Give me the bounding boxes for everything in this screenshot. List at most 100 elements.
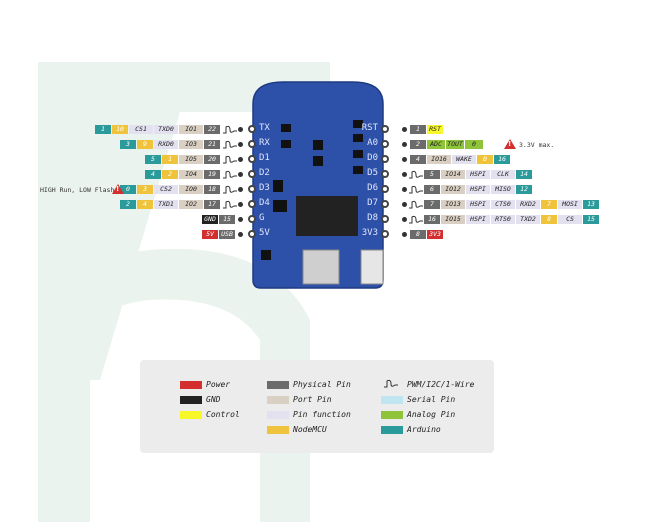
pin-tag: TXD0 [154,125,178,134]
legend-swatch [381,411,403,419]
pin-dot [402,127,407,132]
pin-tag: 7 [541,200,557,209]
pin-tag: TOUT [446,140,464,149]
pwm-icon [409,185,423,194]
board-label-left: D2 [259,168,270,178]
pin-tag: 15 [219,215,235,224]
pin-tag: CLK [491,170,515,179]
pin-tag: TXD1 [154,200,178,209]
pin-tag: RXD0 [154,140,178,149]
board-label-right: 3V3 [361,228,378,238]
pin-tag: 19 [204,170,220,179]
pin-hole-left [248,155,256,163]
pin-tag: CS2 [154,185,178,194]
legend-label: Analog Pin [407,410,456,419]
pin-hole-right [381,215,389,223]
pin-tag: 4 [145,170,161,179]
pin-hole-left [248,215,256,223]
pin-tag: IO2 [179,200,203,209]
legend-swatch [267,381,289,389]
pin-tag: 8 [541,215,557,224]
pin-tag: IO4 [179,170,203,179]
pin-tag: 0 [120,185,136,194]
pwm-legend-icon [384,379,398,388]
board-label-left: G [259,213,265,223]
pin-tag: 20 [204,155,220,164]
pin-hole-right [381,140,389,148]
pin-tag: 17 [204,200,220,209]
legend-label: Port Pin [293,395,332,404]
pin-dot [402,187,407,192]
pin-tag: 3V3 [427,230,443,239]
pin-hole-left [248,125,256,133]
pin-tag: 16 [424,215,440,224]
board-label-left: D4 [259,198,270,208]
pin-tag: HSPI [466,185,490,194]
pin-tag: 7 [424,200,440,209]
pin-dot [238,187,243,192]
pin-hole-left [248,200,256,208]
pin-tag: IO14 [441,170,465,179]
pin-dot [238,142,243,147]
board-label-right: D7 [367,198,378,208]
pin-tag: 0 [477,155,493,164]
pin-hole-right [381,185,389,193]
pin-tag: 21 [204,140,220,149]
legend-swatch [180,381,202,389]
pin-tag: 6 [424,185,440,194]
pin-tag: IO3 [179,140,203,149]
pin-hole-left [248,140,256,148]
legend-label: Power [206,380,231,389]
pwm-icon [409,215,423,224]
board-label-left: RX [259,138,270,148]
pin-tag: 15 [583,215,599,224]
pin-hole-right [381,170,389,178]
pin-tag: TXD2 [516,215,540,224]
pin-tag: IO13 [441,200,465,209]
pin-hole-left [248,170,256,178]
pin-tag: IO16 [427,155,451,164]
pin-tag: 9 [137,140,153,149]
pin-tag: 13 [583,200,599,209]
pin-tag: 8 [410,230,426,239]
pin-tag: HSPI [466,200,490,209]
pin-tag: 2 [120,200,136,209]
pin-tag: 5V [202,230,218,239]
pin-tag: CS [558,215,582,224]
pin-tag: 4 [137,200,153,209]
board-label-right: D0 [367,153,378,163]
board-label-left: D1 [259,153,270,163]
pin-tag: IO5 [179,155,203,164]
pwm-icon [223,200,237,209]
pin-dot [402,232,407,237]
pin-tag: CS1 [129,125,153,134]
pin-tag: 2 [410,140,426,149]
pin-hole-left [248,185,256,193]
legend-label: NodeMCU [293,425,327,434]
pin-tag: ADC [427,140,445,149]
legend-swatch [180,396,202,404]
pin-tag: IO0 [179,185,203,194]
pin-dot [402,217,407,222]
legend-swatch [267,396,289,404]
legend [140,360,494,453]
pin-dot [238,157,243,162]
board-label-left: 5V [259,228,270,238]
legend-swatch [180,411,202,419]
pin-hole-right [381,200,389,208]
warning-icon-a0: ! [504,139,516,149]
pin-tag: 12 [516,185,532,194]
pin-tag: MISO [491,185,515,194]
legend-swatch [381,396,403,404]
pin-tag: GND [202,215,218,224]
pin-tag: IO12 [441,185,465,194]
pin-tag: 0 [465,140,483,149]
a0-warning-note: 3.3V max. [519,141,555,149]
pin-tag: 4 [410,155,426,164]
legend-label: Control [206,410,240,419]
legend-label: Arduino [407,425,441,434]
pin-tag: 2 [162,170,178,179]
pin-tag: HSPI [466,170,490,179]
pin-dot [238,232,243,237]
